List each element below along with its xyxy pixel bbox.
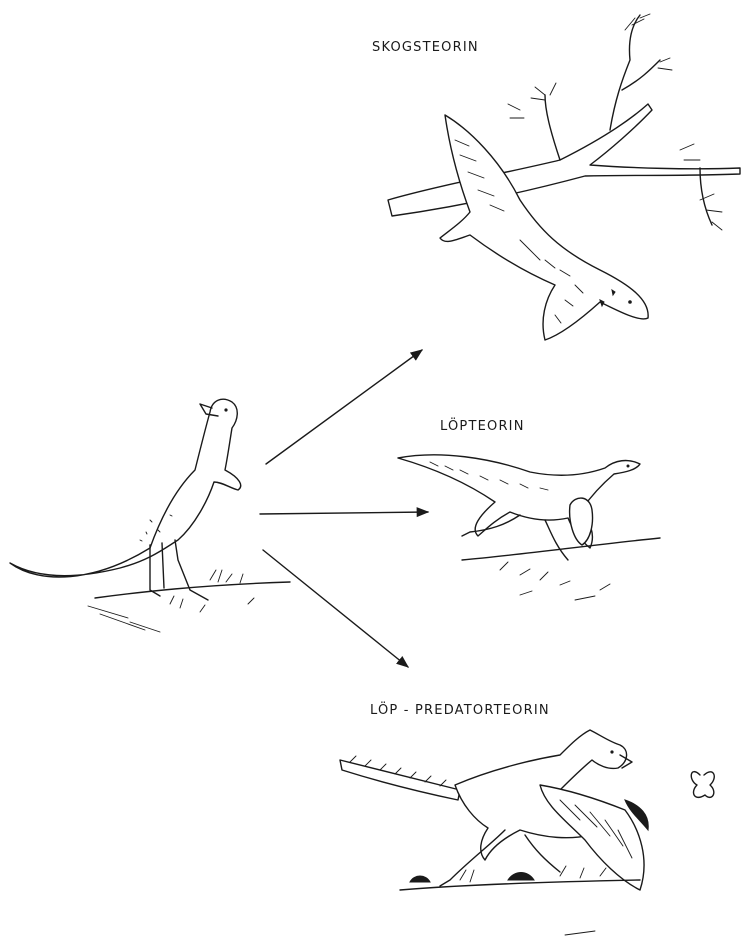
arrow-to-running-theory bbox=[260, 512, 428, 514]
running-theory-drawing bbox=[398, 455, 660, 600]
arrow-to-predator-theory bbox=[263, 550, 408, 667]
forest-theory-drawing bbox=[388, 14, 740, 340]
arrow-to-forest-theory bbox=[266, 350, 422, 464]
running-predator-theory-drawing bbox=[340, 730, 714, 935]
ancestor-dinosaur-drawing bbox=[10, 399, 290, 632]
